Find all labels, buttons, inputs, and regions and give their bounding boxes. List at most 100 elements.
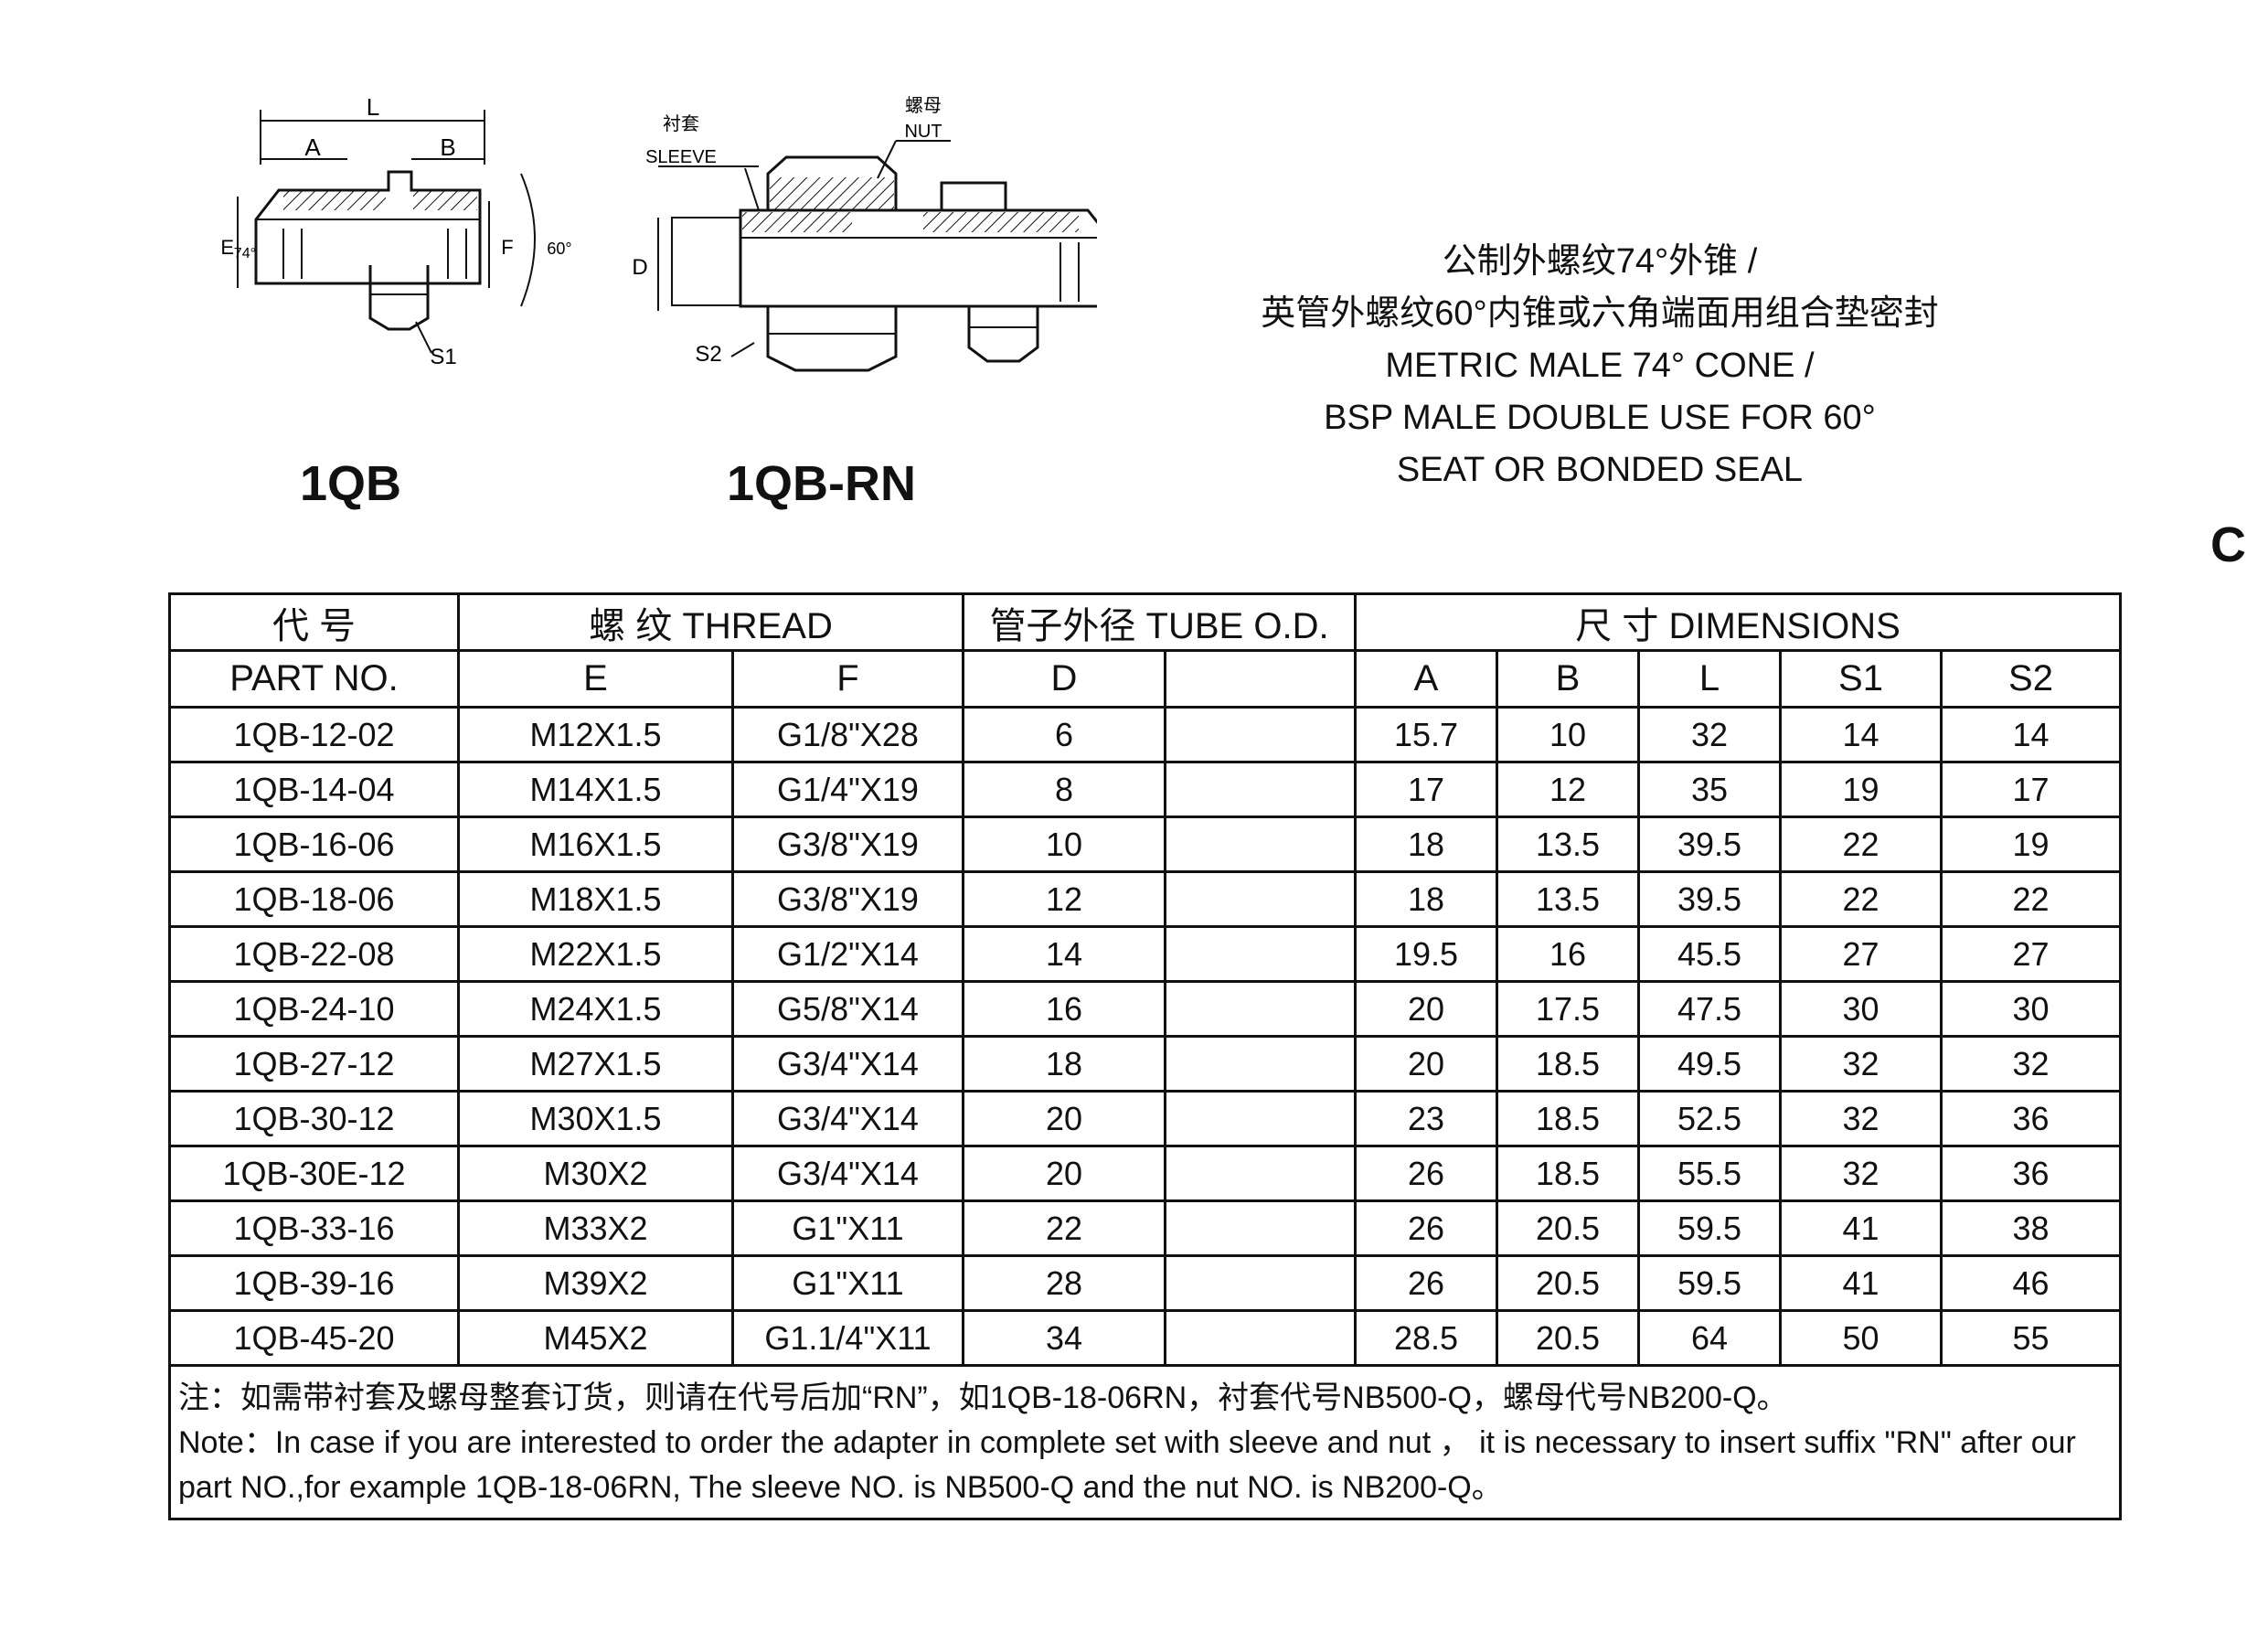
- cell-part-no: 1QB-39-16: [168, 1254, 460, 1312]
- cell-dim-l: 55.5: [1637, 1145, 1783, 1202]
- cell-dim-s1: 41: [1779, 1199, 1943, 1257]
- cell-tube-blank: [1163, 925, 1358, 983]
- dim-label-F: F: [501, 236, 513, 259]
- angle-label-74: 74°: [234, 246, 256, 261]
- cell-thread-f: G1.1/4"X11: [731, 1309, 964, 1367]
- cell-thread-f: G5/8"X14: [731, 980, 964, 1038]
- cell-dim-l: 39.5: [1637, 816, 1783, 873]
- angle-label-60: 60°: [547, 240, 571, 258]
- cell-dim-a: 20: [1354, 980, 1499, 1038]
- label-nut-cn: 螺母: [905, 95, 942, 116]
- col-header-D: D: [962, 649, 1166, 709]
- cell-dim-l: 39.5: [1637, 870, 1783, 928]
- desc-line-3: METRIC MALE 74° CONE /: [1385, 346, 1815, 385]
- cell-dim-s1: 19: [1779, 761, 1943, 818]
- dim-label-E: E: [220, 236, 234, 259]
- cell-thread-f: G3/4"X14: [731, 1145, 964, 1202]
- cell-thread-f: G3/4"X14: [731, 1090, 964, 1147]
- cell-dim-s1: 50: [1779, 1309, 1943, 1367]
- cell-tube-blank: [1163, 1090, 1358, 1147]
- dim-label-D: D: [632, 255, 647, 280]
- cell-dim-b: 17.5: [1496, 980, 1641, 1038]
- cell-dim-b: 18.5: [1496, 1145, 1641, 1202]
- cell-tube-blank: [1163, 706, 1358, 763]
- desc-line-5: SEAT OR BONDED SEAL: [1396, 451, 1804, 489]
- cell-tube-d: 8: [962, 761, 1166, 818]
- section-letter: C: [2210, 517, 2246, 572]
- cell-tube-d: 34: [962, 1309, 1166, 1367]
- cell-dim-a: 18: [1354, 870, 1499, 928]
- cell-tube-d: 20: [962, 1145, 1166, 1202]
- desc-line-4: BSP MALE DOUBLE USE FOR 60°: [1324, 399, 1876, 437]
- cell-thread-e: M22X1.5: [457, 925, 734, 983]
- cell-part-no: 1QB-27-12: [168, 1035, 460, 1093]
- cell-dim-s1: 41: [1779, 1254, 1943, 1312]
- cell-tube-d: 6: [962, 706, 1166, 763]
- cell-dim-s2: 46: [1940, 1254, 2123, 1312]
- product-description: 公制外螺纹74°外锥 / 英管外螺纹60°内锥或六角端面用组合垫密封 METRI…: [1188, 236, 2011, 496]
- col-header-B: B: [1496, 649, 1641, 709]
- cell-part-no: 1QB-14-04: [168, 761, 460, 818]
- cell-tube-blank: [1163, 1309, 1358, 1367]
- hex-label-S2: S2: [695, 342, 721, 367]
- label-sleeve-cn: 衬套: [663, 113, 699, 134]
- cell-thread-e: M33X2: [457, 1199, 734, 1257]
- cell-dim-s2: 36: [1940, 1145, 2123, 1202]
- cell-dim-a: 20: [1354, 1035, 1499, 1093]
- cell-dim-s2: 38: [1940, 1199, 2123, 1257]
- cell-thread-e: M12X1.5: [457, 706, 734, 763]
- cell-tube-blank: [1163, 1035, 1358, 1093]
- cell-tube-blank: [1163, 870, 1358, 928]
- drawing-1qb-rn: 衬套 SLEEVE 螺母 NUT D S2: [632, 95, 1097, 372]
- cell-thread-f: G1/2"X14: [731, 925, 964, 983]
- cell-tube-d: 28: [962, 1254, 1166, 1312]
- cell-dim-l: 32: [1637, 706, 1783, 763]
- col-header-blank: [1163, 649, 1358, 709]
- cell-dim-l: 45.5: [1637, 925, 1783, 983]
- cell-dim-l: 59.5: [1637, 1199, 1783, 1257]
- header-part-en: PART NO.: [168, 649, 460, 709]
- col-header-E: E: [457, 649, 734, 709]
- cell-part-no: 1QB-12-02: [168, 706, 460, 763]
- desc-line-1: 公制外螺纹74°外锥 /: [1442, 242, 1758, 281]
- cell-tube-d: 20: [962, 1090, 1166, 1147]
- cell-dim-l: 64: [1637, 1309, 1783, 1367]
- cell-thread-e: M18X1.5: [457, 870, 734, 928]
- cell-dim-b: 10: [1496, 706, 1641, 763]
- cell-dim-s1: 32: [1779, 1035, 1943, 1093]
- cell-dim-b: 20.5: [1496, 1309, 1641, 1367]
- cell-tube-d: 12: [962, 870, 1166, 928]
- dim-label-A: A: [304, 133, 321, 161]
- cell-dim-s2: 32: [1940, 1035, 2123, 1093]
- label-sleeve-en: SLEEVE: [645, 147, 717, 167]
- cell-dim-b: 16: [1496, 925, 1641, 983]
- desc-line-2: 英管外螺纹60°内锥或六角端面用组合垫密封: [1261, 294, 1939, 333]
- fitting-drawings: L A B S1 E 74° F 60° 衬套 SLEEVE: [220, 93, 1097, 372]
- cell-thread-f: G1/4"X19: [731, 761, 964, 818]
- cell-dim-l: 52.5: [1637, 1090, 1783, 1147]
- cell-dim-s2: 14: [1940, 706, 2123, 763]
- cell-dim-b: 20.5: [1496, 1199, 1641, 1257]
- cell-dim-s1: 30: [1779, 980, 1943, 1038]
- cell-dim-l: 47.5: [1637, 980, 1783, 1038]
- spec-table: 代 号 螺 纹 THREAD 管子外径 TUBE O.D. 尺 寸 DIMENS…: [167, 592, 2123, 1520]
- cell-thread-f: G1"X11: [731, 1254, 964, 1312]
- cell-dim-s1: 22: [1779, 816, 1943, 873]
- cell-dim-s2: 22: [1940, 870, 2123, 928]
- cell-dim-s1: 22: [1779, 870, 1943, 928]
- cell-dim-s1: 27: [1779, 925, 1943, 983]
- header-tube-od: 管子外径 TUBE O.D.: [961, 592, 1358, 652]
- cell-thread-e: M30X2: [457, 1145, 734, 1202]
- col-header-L: L: [1637, 649, 1783, 709]
- cell-thread-f: G1/8"X28: [731, 706, 964, 763]
- header-thread: 螺 纹 THREAD: [457, 592, 964, 652]
- cell-thread-f: G3/8"X19: [731, 816, 964, 873]
- note-chinese: 注：如需带衬套及螺母整套订货，则请在代号后加“RN”，如1QB-18-06RN，…: [178, 1380, 1788, 1415]
